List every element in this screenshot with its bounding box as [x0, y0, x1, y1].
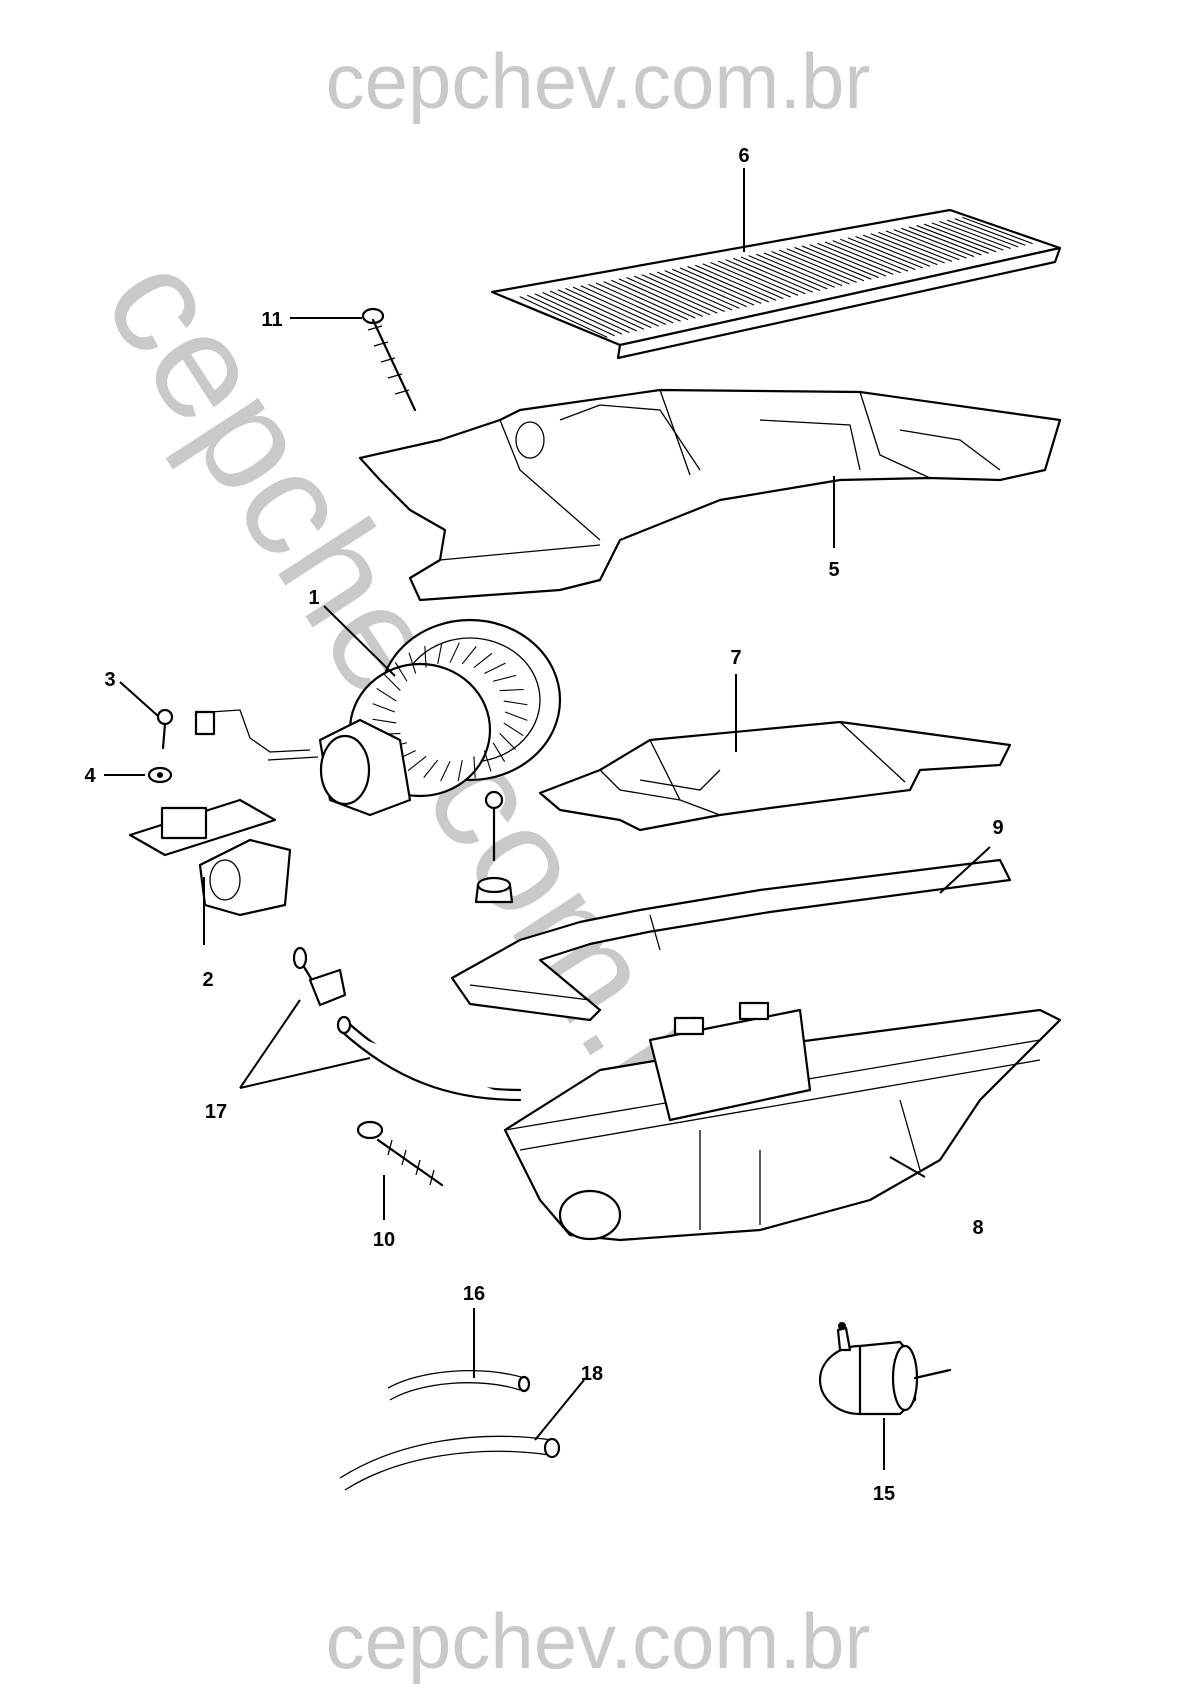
- part-6-air-filter: [490, 208, 1062, 360]
- watermark-top: cepchev.com.br: [326, 37, 871, 125]
- callout-18: 18: [581, 1363, 603, 1385]
- part-8-lower-housing: [503, 1001, 1062, 1242]
- callout-3: 3: [104, 669, 115, 691]
- part-10-screw: [356, 1120, 444, 1187]
- part-3-small-screw: [156, 708, 174, 750]
- callout-8: 8: [972, 1217, 983, 1239]
- callout-4: 4: [84, 765, 96, 787]
- part-5-upper-housing: [358, 388, 1062, 602]
- part-9-gasket: [450, 858, 1012, 1022]
- callout-16: 16: [463, 1283, 485, 1305]
- grommet-and-screw: [474, 790, 514, 904]
- callout-9: 9: [992, 817, 1003, 839]
- part-18-hose: [339, 1435, 561, 1491]
- callout-1: 1: [308, 587, 319, 609]
- callout-5: 5: [828, 559, 839, 581]
- callout-10: 10: [373, 1229, 395, 1251]
- part-1-blower-fan: [194, 618, 562, 817]
- part-7-inner-cover: [538, 720, 1012, 832]
- part-16-hose: [387, 1370, 531, 1401]
- part-15-vacuum-actuator: [818, 1322, 952, 1416]
- callout-17: 17: [205, 1101, 227, 1123]
- leader-lines: [104, 168, 991, 1470]
- callout-6: 6: [738, 145, 749, 167]
- part-11-screw: [361, 307, 417, 412]
- part-2-resistor-module: [128, 798, 292, 917]
- part-4-nut: [147, 766, 173, 784]
- callout-2: 2: [202, 969, 213, 991]
- callout-11: 11: [261, 309, 282, 331]
- callout-15: 15: [873, 1483, 895, 1505]
- callout-numbers: 6 11 5 1 3 4 2 7 9 17 8 10 16 18 15: [84, 145, 1003, 1505]
- part-17-connector-hose: [292, 946, 522, 1102]
- watermark-bottom: cepchev.com.br: [326, 1597, 871, 1685]
- callout-7: 7: [730, 647, 741, 669]
